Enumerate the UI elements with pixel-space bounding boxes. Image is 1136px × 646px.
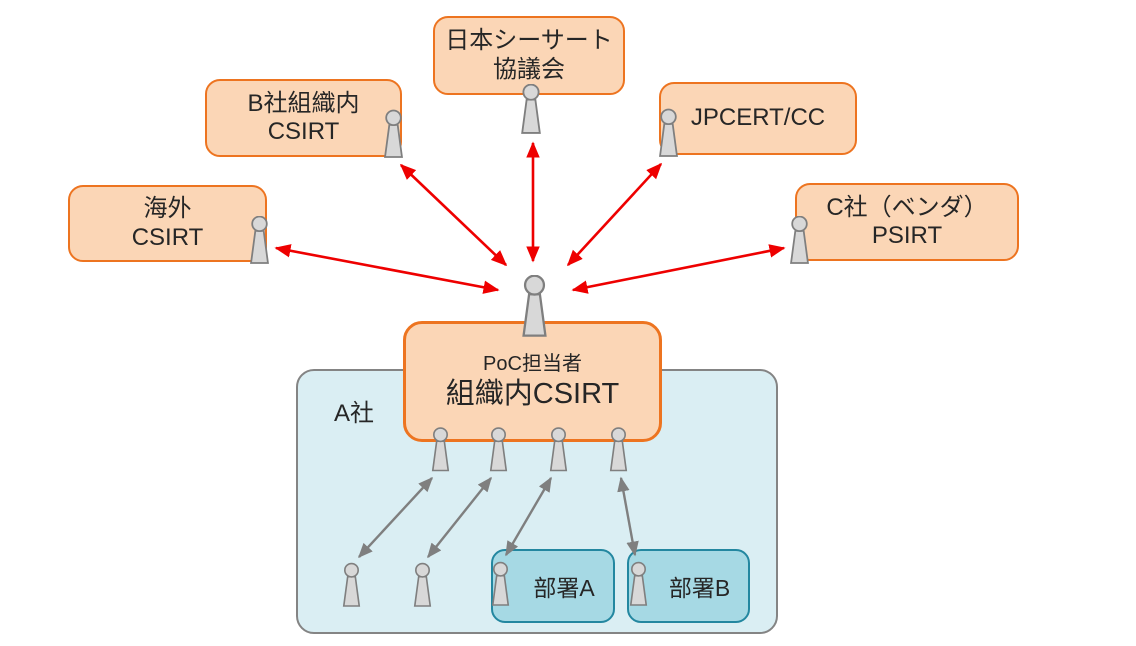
- poc-role-label: PoC担当者: [483, 352, 582, 375]
- arrow-c-company-poc: [571, 244, 786, 294]
- node-label: 日本シーサート: [445, 27, 613, 55]
- arrow-jpcert-poc: [566, 162, 663, 267]
- arrow-b-company-poc: [399, 163, 508, 267]
- node-label: B社組織内: [247, 89, 360, 117]
- node-label: PSIRT: [871, 222, 943, 249]
- node-b-company-csirt: B社組織内 CSIRT: [205, 79, 402, 157]
- node-label: CSIRT: [131, 223, 204, 251]
- node-label: 協議会: [493, 55, 565, 83]
- node-label: C社（ベンダ）: [826, 193, 988, 221]
- node-jpcert-cc: JPCERT/CC: [659, 82, 857, 155]
- node-label: CSIRT: [267, 118, 340, 145]
- internal-csirt-label: 組織内CSIRT: [445, 377, 620, 410]
- node-internal-csirt-poc: PoC担当者 組織内CSIRT: [403, 321, 662, 442]
- department-a-box: 部署A: [491, 549, 615, 623]
- node-c-company-psirt: C社（ベンダ） PSIRT: [795, 183, 1019, 261]
- department-b-label: 部署B: [668, 575, 731, 601]
- node-label: JPCERT/CC: [690, 104, 826, 132]
- company-a-label: A社: [334, 400, 375, 427]
- node-label: 海外: [143, 195, 192, 223]
- department-b-box: 部署B: [627, 549, 750, 623]
- node-japan-csirt-council: 日本シーサート 協議会: [433, 16, 625, 95]
- node-overseas-csirt: 海外 CSIRT: [68, 185, 267, 262]
- department-a-label: 部署A: [533, 575, 595, 601]
- arrow-overseas-poc: [274, 244, 500, 294]
